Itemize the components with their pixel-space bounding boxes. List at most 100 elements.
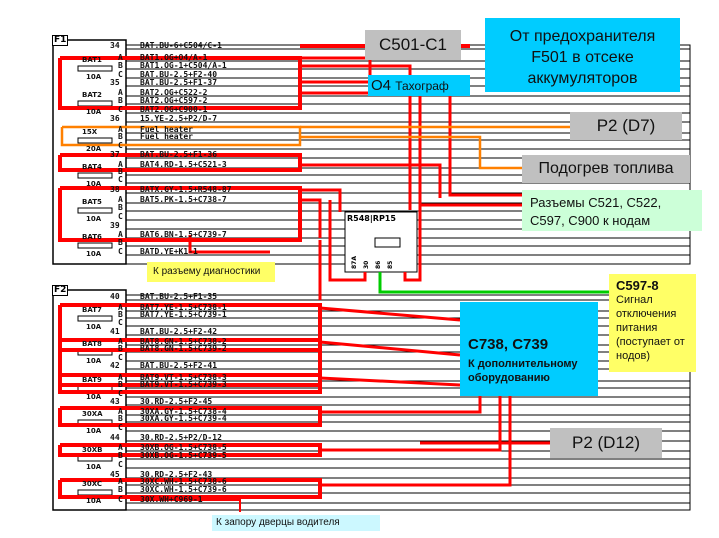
- pin-label: B: [118, 380, 123, 389]
- p2-d12-label: P2 (D12): [550, 428, 662, 458]
- pin-label: A: [118, 230, 123, 239]
- fuse-rating: 10A: [86, 427, 102, 435]
- wire-bat4: [300, 163, 442, 198]
- relay-pin-label: 30: [363, 261, 370, 269]
- fuse-rating: 10A: [86, 250, 102, 258]
- c597-text: Сигнал отключения питания (поступает от …: [616, 294, 685, 362]
- wire-relay-out: [328, 200, 367, 282]
- fuse-icon: [77, 489, 113, 496]
- pin-label: B: [118, 132, 123, 141]
- wire-label: BAT8.GN-1.5+C738-2: [140, 337, 227, 346]
- fuse-rating: 10A: [86, 357, 102, 365]
- pin-label: 43: [110, 397, 120, 406]
- wire-label: BAT2.OG+C900-1: [140, 105, 208, 114]
- fuse-icon: [77, 100, 113, 107]
- wire-label: BAT.BU-2.5+F2-40: [140, 70, 218, 79]
- wire-connectors: [300, 91, 530, 197]
- diagnostics-label: К разъему диагностики: [147, 262, 275, 282]
- wire-label: 30XC.WH-1.5+C739-6: [140, 485, 227, 494]
- connectors-label: Разъемы C521, C522, C597, C900 к нодам: [522, 190, 702, 231]
- relay-pin-label: 87A: [351, 256, 358, 269]
- fuse-icon: [77, 137, 113, 144]
- tacho-code: O4: [371, 77, 392, 94]
- driver-door-lock-label: К запору дверцы водителя: [212, 515, 380, 531]
- wire-label: BAT1.OG+O4/A-1: [140, 53, 208, 62]
- wire-label: BAT.BU-6+C504/C-1: [140, 41, 222, 50]
- wire-door: [130, 499, 241, 512]
- pin-label: C: [118, 70, 123, 79]
- pin-label: A: [118, 195, 123, 204]
- pin-label: 40: [110, 292, 120, 301]
- wire-bat5-loop: [58, 186, 302, 242]
- fuse-rating: 10A: [86, 497, 102, 505]
- fuse-name: 30XC: [82, 480, 103, 488]
- wire-c597-signal: [378, 272, 610, 294]
- wire-label: BAT.BU-2.5+F1-36: [140, 150, 218, 159]
- wire-label: BAT9.VT-1.5+C738-3: [140, 373, 227, 382]
- pin-label: A: [118, 88, 123, 97]
- fuse-name: BAT9: [82, 376, 102, 384]
- fuse-name: BAT1: [82, 56, 102, 64]
- wire-loop-f2: [58, 406, 322, 427]
- wire-fuel-heater-loop: [60, 125, 302, 147]
- wire-relay-in: [300, 188, 342, 212]
- pin-label: C: [118, 212, 123, 221]
- fuse-icon: [77, 207, 113, 214]
- pin-label: A: [118, 407, 123, 416]
- fuse-name: BAT5: [82, 198, 102, 206]
- wire-label: 30.RD-2.5+F2-45: [140, 397, 213, 406]
- wire-label: 30X.WH+C969-1: [140, 495, 203, 504]
- wire-fuel-heater: [300, 135, 522, 170]
- pin-label: C: [118, 353, 123, 362]
- fuse-name: BAT7: [82, 306, 102, 314]
- wire-to-relay: [300, 64, 412, 210]
- wire-c738-6: [320, 395, 512, 487]
- fuse-rating: 10A: [86, 215, 102, 223]
- pin-label: B: [118, 167, 123, 176]
- relay-coil-icon: [374, 237, 401, 248]
- fuse-rating: 10A: [86, 180, 102, 188]
- pin-label: B: [118, 414, 123, 423]
- fuse-icon: [77, 315, 113, 322]
- pin-label: C: [118, 175, 123, 184]
- wire-label: BAT.BU-2.5+F1-35: [140, 292, 218, 301]
- fuse-rating: 10A: [86, 73, 102, 81]
- pin-label: A: [118, 53, 123, 62]
- pin-label: B: [118, 61, 123, 70]
- pin-label: B: [118, 451, 123, 460]
- wire-label: 30XB.OG-1.5+C739-5: [140, 451, 227, 460]
- wire-label: BAT5.PK-1.5+C738-7: [140, 195, 227, 204]
- fuse-rating: 10A: [86, 323, 102, 331]
- wire-c738-4: [320, 395, 482, 414]
- wire-bat1-loop: [58, 56, 302, 110]
- c738-text: К дополнительному оборудованию: [468, 358, 578, 384]
- wire-relay-out2: [403, 190, 422, 282]
- pin-label: A: [118, 373, 123, 382]
- pin-label: 36: [110, 114, 120, 123]
- wire-c738-2: [319, 340, 461, 357]
- pin-label: A: [118, 477, 123, 486]
- fuse-name: 30XB: [82, 446, 103, 454]
- pin-label: A: [118, 160, 123, 169]
- tacho-text: Тахограф: [395, 79, 449, 93]
- pin-label: C: [118, 105, 123, 114]
- fuse-name: 30XA: [82, 410, 103, 418]
- wire-c738-1: [319, 306, 461, 322]
- fuse-icon: [77, 65, 113, 72]
- relay-label: R548|RP15: [347, 214, 396, 223]
- wire-label: BATX.GY-1.5+R548-87: [140, 185, 232, 194]
- wire-label: Fuel heater: [140, 125, 193, 134]
- wire-label: BAT.BU-2.5+F2-42: [140, 327, 218, 336]
- pin-label: 39: [110, 221, 120, 230]
- pin-label: C: [118, 495, 123, 504]
- fuse-name: BAT4: [82, 163, 102, 171]
- wire-bat4-loop: [58, 153, 302, 172]
- block-f1-label: F1: [52, 35, 69, 46]
- pin-label: B: [118, 96, 123, 105]
- wire-label: 30.RD-2.5+P2/D-12: [140, 433, 222, 442]
- wire-label: BAT1.OG-1+C504/A-1: [140, 61, 227, 70]
- fuse-name: 15X: [82, 128, 98, 136]
- fuse-rating: 10A: [86, 108, 102, 116]
- wire-diag: [188, 235, 270, 254]
